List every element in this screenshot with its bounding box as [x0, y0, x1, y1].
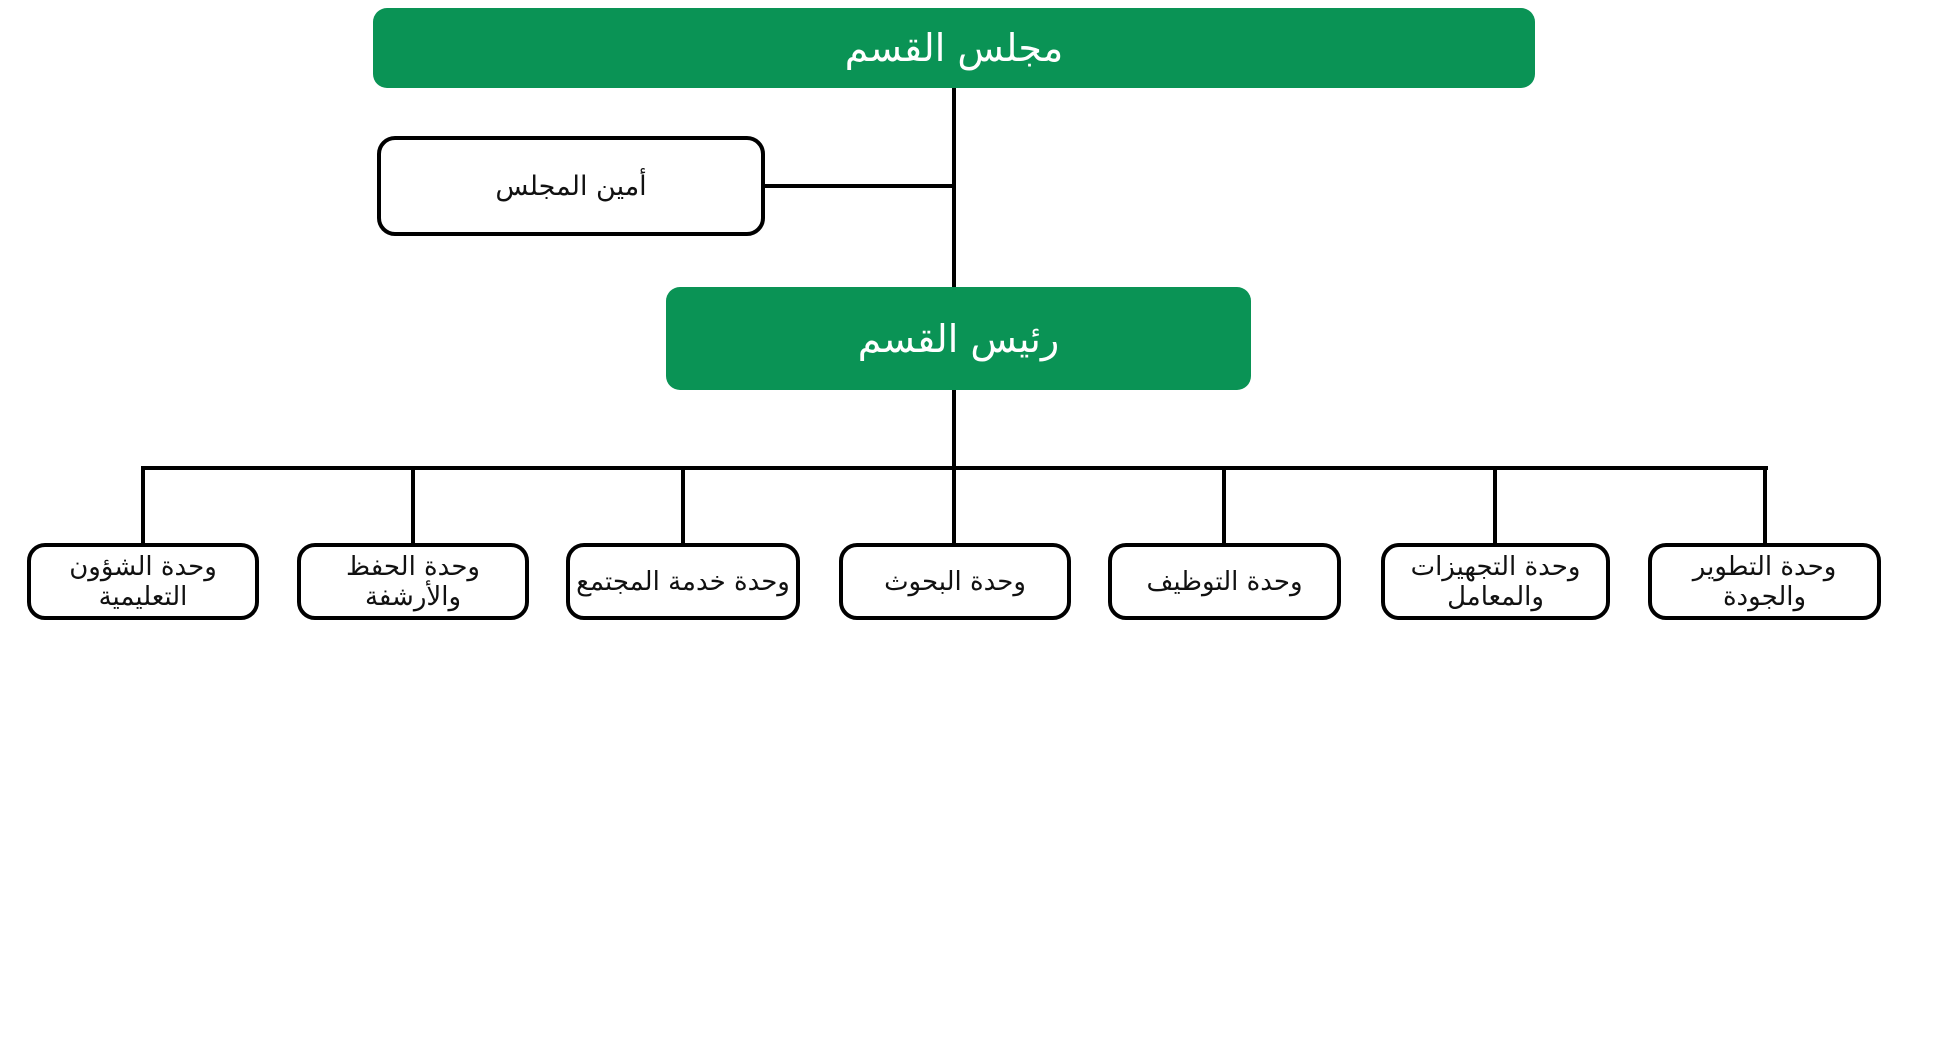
org-node-label: رئيس القسم [857, 316, 1060, 361]
connector-head-stem [952, 390, 956, 470]
org-node-department-council: مجلس القسم [373, 8, 1535, 88]
connector-drop-unit-4 [952, 466, 956, 545]
org-node-label: أمين المجلس [495, 170, 647, 202]
connector-drop-unit-5 [1222, 466, 1226, 545]
org-node-unit-educational-affairs: وحدة الشؤون التعليمية [27, 543, 259, 620]
org-node-label: وحدة التجهيزات والمعامل [1410, 551, 1581, 612]
org-node-council-secretary: أمين المجلس [377, 136, 765, 236]
org-node-label: مجلس القسم [844, 26, 1064, 70]
org-node-label: وحدة الشؤون التعليمية [69, 551, 217, 612]
org-node-label: وحدة البحوث [884, 566, 1026, 597]
org-node-label: وحدة خدمة المجتمع [576, 566, 790, 597]
org-node-department-head: رئيس القسم [666, 287, 1251, 390]
org-node-label: وحدة الحفظ والأرشفة [346, 551, 480, 612]
connector-drop-unit-1 [141, 466, 145, 545]
org-node-unit-employment: وحدة التوظيف [1108, 543, 1341, 620]
connector-drop-unit-3 [681, 466, 685, 545]
connector-secretary-branch [765, 184, 955, 188]
connector-drop-unit-7 [1763, 466, 1767, 545]
org-node-unit-research: وحدة البحوث [839, 543, 1071, 620]
connector-council-to-head [952, 88, 956, 288]
connector-drop-unit-6 [1493, 466, 1497, 545]
org-node-unit-development-quality: وحدة التطوير والجودة [1648, 543, 1881, 620]
connector-drop-unit-2 [411, 466, 415, 545]
org-node-unit-equipment-labs: وحدة التجهيزات والمعامل [1381, 543, 1610, 620]
org-node-unit-community-service: وحدة خدمة المجتمع [566, 543, 800, 620]
org-node-label: وحدة التطوير والجودة [1692, 551, 1837, 612]
org-node-label: وحدة التوظيف [1146, 566, 1303, 597]
org-node-unit-preservation-archiving: وحدة الحفظ والأرشفة [297, 543, 529, 620]
